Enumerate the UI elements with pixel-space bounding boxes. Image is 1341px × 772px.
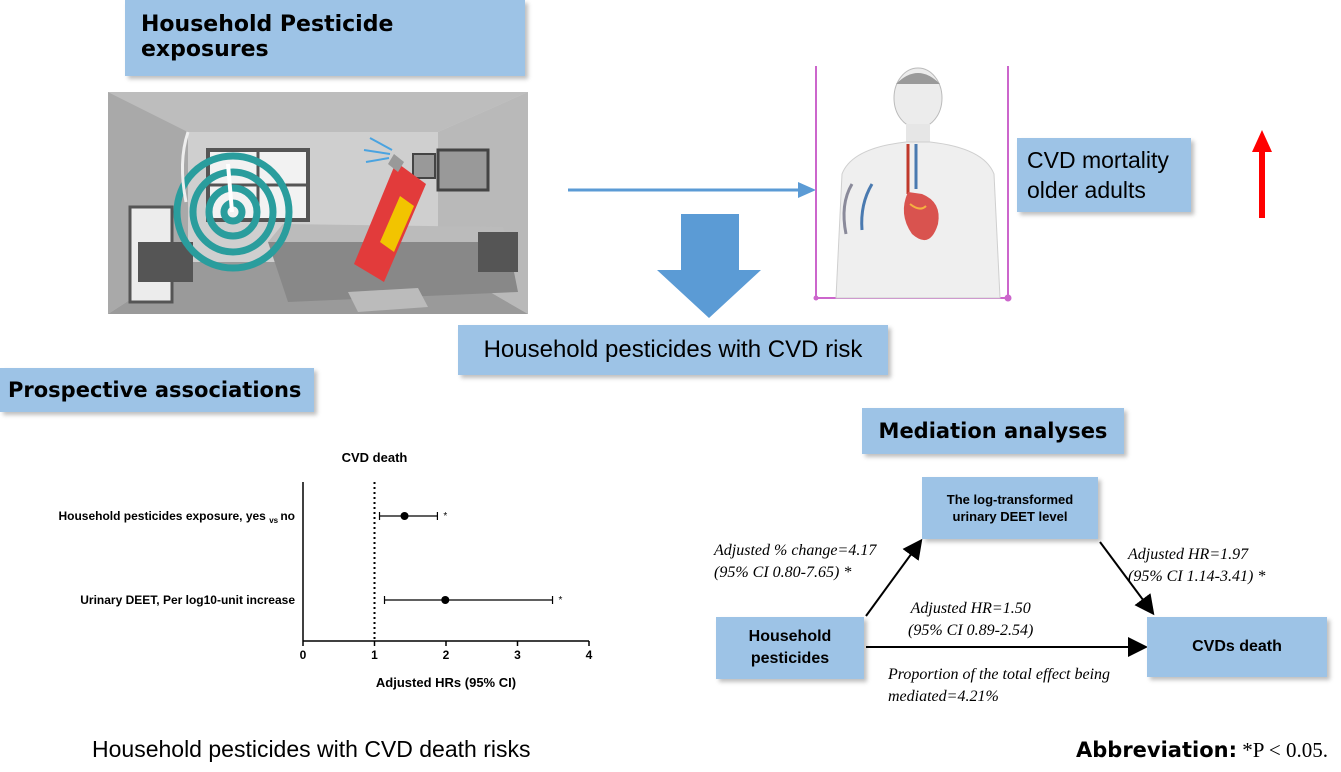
- abbreviation-label: Abbreviation:: [1076, 738, 1237, 762]
- top-title: Household Pesticide exposures: [141, 12, 394, 62]
- path-b-line2: (95% CI 1.14-3.41) *: [1128, 568, 1266, 585]
- row-label: Household pesticides exposure, yes vs no: [58, 509, 295, 525]
- mediator-line1: The log-transformed: [946, 492, 1074, 507]
- x-tick-label: 1: [371, 648, 378, 662]
- mediator-box: The log-transformed urinary DEET level: [922, 477, 1098, 539]
- x-tick-label: 0: [300, 648, 307, 662]
- path-b-line1: Adjusted HR=1.97: [1128, 546, 1249, 563]
- increase-arrow-icon: [1252, 130, 1272, 218]
- abbreviation-note: Abbreviation: *P < 0.05.: [1076, 738, 1328, 763]
- path-a-line2: (95% CI 0.80-7.65) *: [714, 564, 852, 581]
- x-axis-label: Adjusted HRs (95% CI): [376, 675, 516, 690]
- point-estimate: [400, 512, 409, 520]
- prospective-associations-box: Prospective associations: [0, 368, 314, 412]
- spray-can-icon: [354, 137, 426, 282]
- path-b-label: Adjusted HR=1.97 (95% CI 1.14-3.41) *: [1128, 544, 1265, 588]
- point-estimate: [441, 596, 450, 604]
- x-tick-label: 3: [514, 648, 521, 662]
- significance-mark: *: [559, 595, 563, 606]
- mediation-arrows: [865, 538, 1155, 657]
- exposure-line1: Household: [748, 628, 832, 645]
- mosquito-coil-icon: [173, 152, 293, 272]
- mediation-analyses-box: Mediation analyses: [862, 408, 1124, 454]
- down-arrow: [657, 214, 761, 318]
- right-arrow: [568, 182, 816, 198]
- cvd-mortality-line2: older adults: [1027, 177, 1146, 203]
- proportion-line2: mediated=4.21%: [888, 688, 999, 705]
- proportion-label: Proportion of the total effect being med…: [888, 664, 1110, 708]
- path-c-line2: (95% CI 0.89-2.54): [908, 622, 1034, 639]
- exposure-line2: pesticides: [750, 650, 830, 667]
- top-title-box: Household Pesticide exposures: [125, 0, 525, 76]
- proportion-line1: Proportion of the total effect being: [888, 666, 1111, 683]
- x-tick-label: 2: [443, 648, 450, 662]
- pesticides-cvd-risk-box: Household pesticides with CVD risk: [458, 325, 888, 375]
- mediation-analyses-title: Mediation analyses: [878, 419, 1108, 443]
- outcome-box: CVDs death: [1147, 617, 1327, 677]
- bedroom-illustration: [108, 92, 528, 314]
- abbreviation-text: *P < 0.05.: [1237, 738, 1328, 762]
- path-c-line1: Adjusted HR=1.50: [910, 600, 1031, 617]
- cvd-mortality-line1: CVD mortality: [1027, 147, 1169, 173]
- cvd-mortality-box: CVD mortality older adults: [1017, 138, 1191, 212]
- row-label: Urinary DEET, Per log10-unit increase: [80, 593, 295, 607]
- outcome-label: CVDs death: [1192, 638, 1282, 655]
- chart-title: CVD death: [342, 450, 408, 465]
- x-tick-label: 4: [586, 648, 593, 662]
- human-body-illustration: [813, 66, 1012, 302]
- mediator-line2: urinary DEET level: [952, 509, 1068, 524]
- path-a-line1: Adjusted % change=4.17: [714, 542, 877, 559]
- exposure-box: Household pesticides: [716, 617, 864, 679]
- prospective-associations-title: Prospective associations: [8, 378, 302, 402]
- significance-mark: *: [443, 511, 447, 522]
- bottom-caption: Household pesticides with CVD death risk…: [92, 736, 531, 762]
- path-a-label: Adjusted % change=4.17 (95% CI 0.80-7.65…: [714, 540, 876, 584]
- path-c-label: Adjusted HR=1.50 (95% CI 0.89-2.54): [908, 598, 1033, 642]
- pesticides-cvd-risk-label: Household pesticides with CVD risk: [483, 336, 863, 363]
